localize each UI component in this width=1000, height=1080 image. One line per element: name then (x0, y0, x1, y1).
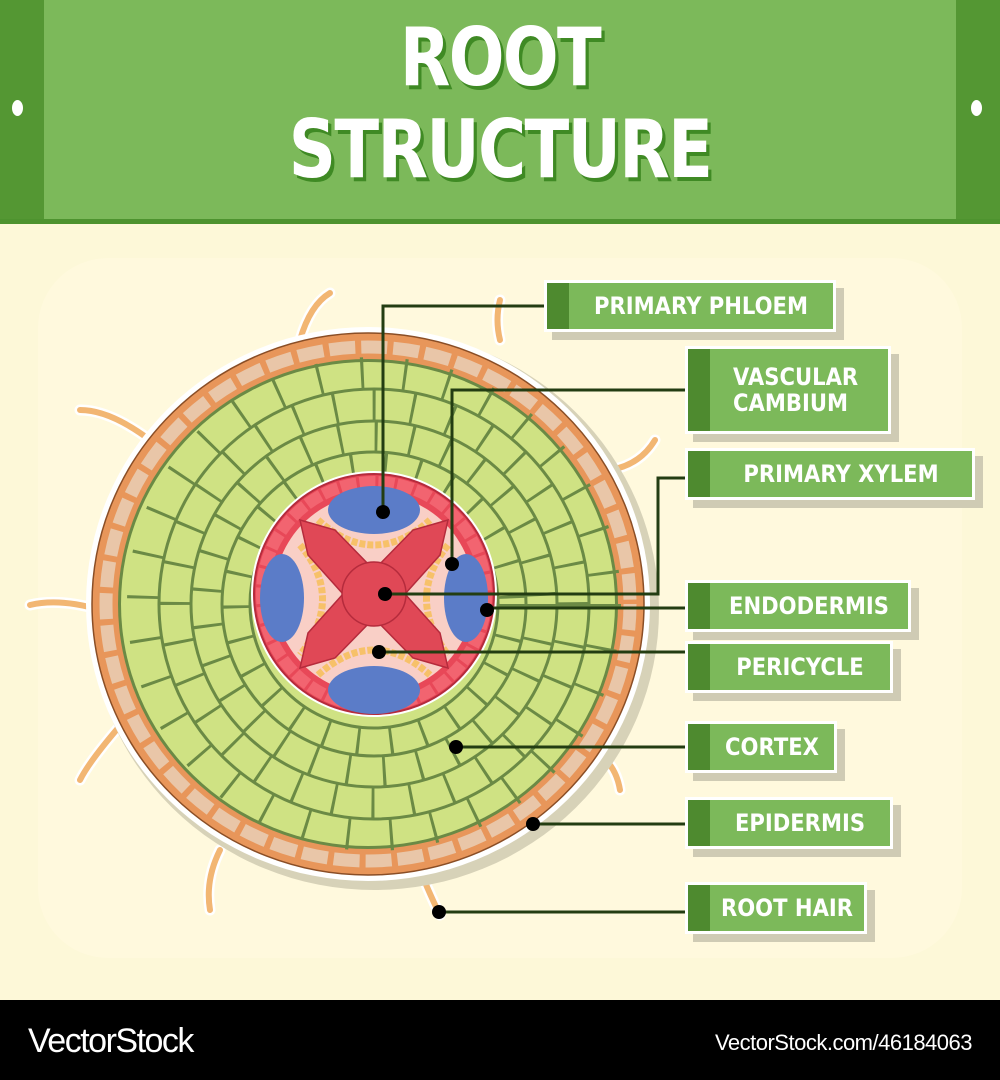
banner-hole-right (971, 100, 982, 116)
leader-dots (372, 505, 540, 919)
title-line-1: ROOT (399, 11, 602, 104)
footer-brand: VectorStock (28, 1022, 194, 1060)
label-endodermis: ENDODERMIS (685, 580, 911, 632)
leader-lines (381, 304, 690, 914)
page-title: ROOT STRUCTURE (90, 12, 910, 196)
label-primary-xylem: PRIMARY XYLEM (685, 448, 975, 500)
label-vascular-cambium: VASCULAR CAMBIUM (685, 346, 891, 434)
root-cross-section (24, 287, 690, 921)
label-pericycle: PERICYCLE (685, 641, 893, 693)
primary-phloem-patches (260, 486, 488, 714)
epidermis-cells (99, 340, 637, 868)
title-banner: ROOT STRUCTURE (0, 0, 1000, 224)
cortex-cell-walls (127, 357, 621, 851)
footer-url: VectorStock.com/46184063 (714, 1030, 973, 1055)
title-line-2: STRUCTURE (288, 103, 713, 196)
label-epidermis: EPIDERMIS (685, 797, 893, 849)
label-root-hair: ROOT HAIR (685, 882, 867, 934)
label-primary-phloem: PRIMARY PHLOEM (544, 280, 836, 332)
watermark-footer: VectorStock VectorStock.com/46184063 (0, 1000, 1000, 1080)
label-cortex: CORTEX (685, 721, 837, 773)
banner-hole-left (12, 100, 23, 116)
